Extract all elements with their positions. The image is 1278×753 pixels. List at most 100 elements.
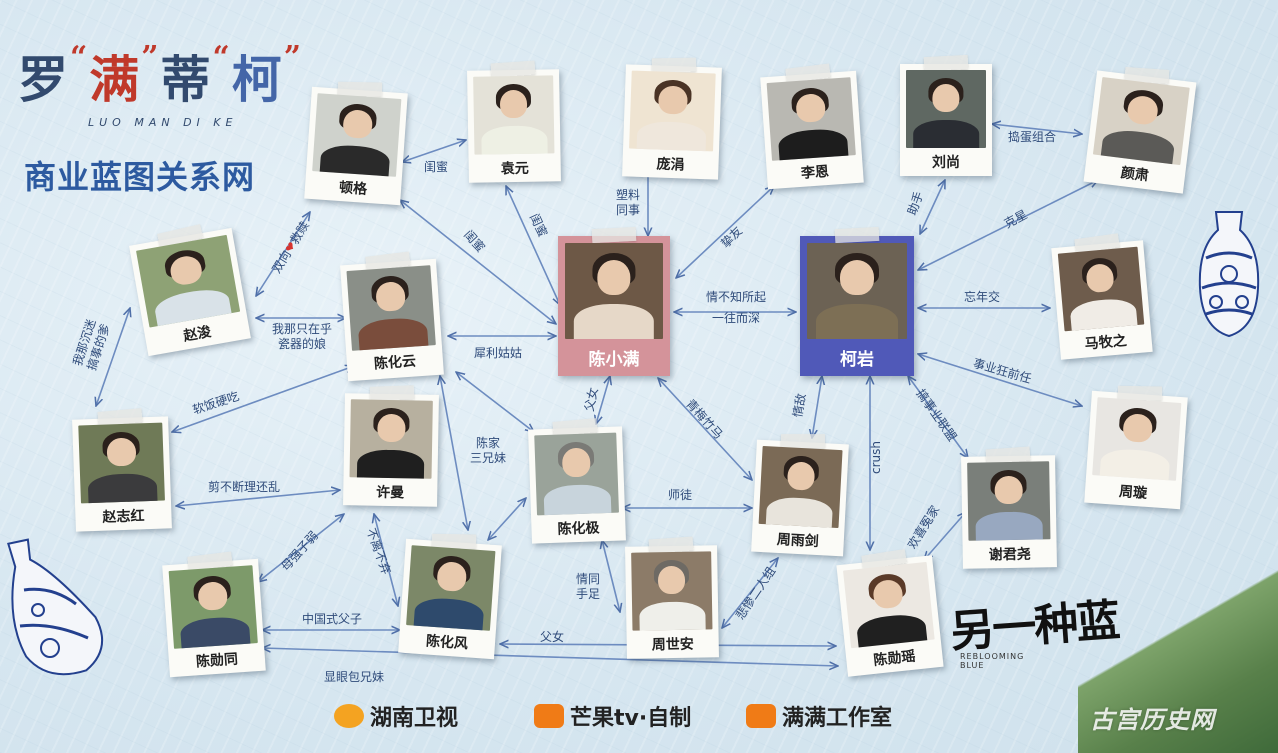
relation-label: crush bbox=[869, 441, 883, 474]
title-char-ke: 柯 bbox=[231, 50, 284, 109]
relation-label: 我那只在乎瓷器的娘 bbox=[260, 322, 344, 352]
logo-manman: 满满工作室 bbox=[746, 700, 892, 732]
relation-label-line: 三兄妹 bbox=[469, 451, 506, 465]
vase-illustration bbox=[7, 538, 104, 676]
relation-label: 剪不断理还乱 bbox=[208, 480, 281, 494]
title-subtitle: 商业蓝图关系网 bbox=[24, 158, 256, 196]
card-zhaozhihong: 赵志红 bbox=[72, 408, 172, 532]
portrait bbox=[629, 70, 716, 152]
tape bbox=[651, 57, 697, 73]
title-char-luo: 罗 bbox=[18, 50, 70, 109]
relation-label: 中国式父子 bbox=[302, 612, 363, 626]
relation-label-line: 情不知所起 bbox=[705, 290, 766, 304]
portrait bbox=[406, 545, 496, 631]
card-liushang: 刘尚 bbox=[900, 54, 992, 176]
relation-label: 犀利姑姑 bbox=[474, 346, 523, 360]
line-chenhuaji-zhoushian bbox=[602, 540, 620, 612]
title-char-man: 满 bbox=[89, 50, 142, 109]
relation-label-line: 瓷器的娘 bbox=[277, 337, 326, 351]
person-name: 许曼 bbox=[376, 484, 405, 502]
tape bbox=[780, 434, 825, 449]
person-name: 陈勋同 bbox=[195, 651, 239, 671]
line-keyan-zhouxuan bbox=[918, 354, 1082, 406]
line-chenhuayun-chenhuaji bbox=[456, 372, 534, 432]
relation-label: 塑料同事 bbox=[614, 188, 642, 218]
person-name: 袁元 bbox=[500, 160, 529, 178]
portrait bbox=[78, 422, 165, 504]
line-xuman-chenhuafeng bbox=[374, 514, 398, 606]
line-keyan-zhouyujian bbox=[812, 376, 822, 438]
relation-label-line: 手足 bbox=[575, 587, 600, 601]
relation-label-line: 一往而深 bbox=[711, 311, 760, 325]
relation-label-line: 同事 bbox=[615, 203, 640, 217]
portrait bbox=[906, 70, 986, 148]
card-zhouxuan: 周璇 bbox=[1084, 385, 1188, 510]
portrait bbox=[136, 234, 241, 328]
portrait bbox=[807, 243, 907, 339]
tape bbox=[923, 54, 969, 72]
card-keyan: 柯岩 bbox=[800, 226, 914, 376]
card-zhoushian: 周世安 bbox=[625, 536, 719, 659]
relation-label: 师徒 bbox=[668, 488, 693, 502]
card-mamuzhi: 马牧之 bbox=[1051, 233, 1153, 360]
card-chenhuaji: 陈化极 bbox=[528, 418, 626, 544]
person-name: 谢君尧 bbox=[988, 546, 1031, 564]
title-quote: ” bbox=[141, 40, 161, 75]
relation-label-line: 陈家 bbox=[475, 436, 500, 450]
title-pinyin: LUO MAN DI KE bbox=[88, 116, 238, 129]
line-yansu-keyan bbox=[918, 180, 1098, 270]
card-dunge: 顿格 bbox=[304, 81, 408, 206]
title-quote: “ bbox=[70, 40, 90, 75]
brand-sub-line: BLUE bbox=[960, 661, 985, 670]
line-liushang-yansu bbox=[992, 124, 1082, 134]
mango-icon bbox=[334, 704, 364, 728]
logo-hunan: 湖南卫视 bbox=[334, 700, 458, 732]
line-yuanyuan-chenxiaoman bbox=[506, 186, 560, 305]
line-keyan-xiejunyao bbox=[908, 376, 968, 458]
portrait bbox=[967, 461, 1051, 541]
line-zhaojun-dunge bbox=[256, 212, 310, 296]
tape bbox=[369, 385, 415, 401]
relation-label: 情不知所起一往而深 bbox=[696, 290, 776, 331]
relation-label: 显眼包兄妹 bbox=[324, 670, 385, 684]
person-name: 周世安 bbox=[651, 636, 694, 654]
card-yansu: 颜肃 bbox=[1083, 66, 1197, 194]
card-lien: 李恩 bbox=[760, 63, 864, 190]
line-zhaozhihong-xuman bbox=[176, 490, 340, 506]
person-name: 周璇 bbox=[1118, 483, 1148, 502]
card-chenxunyao: 陈勋瑶 bbox=[836, 548, 944, 677]
logo-text: 芒果tv·自制 bbox=[570, 706, 692, 731]
poster-title: 罗“满”蒂“柯” LUO MAN DI KE 商业蓝图关系网 bbox=[18, 40, 318, 200]
line-xiejunyao-chenxunyao bbox=[924, 512, 966, 560]
card-yuanyuan: 袁元 bbox=[467, 60, 561, 183]
mango-tv-icon bbox=[534, 704, 564, 728]
title-quote: ” bbox=[283, 40, 304, 75]
card-chenxiaoman: 陈小满 bbox=[558, 226, 670, 376]
watermark: 古宫历史网 bbox=[1090, 706, 1215, 734]
line-chenxuntong-xuman bbox=[258, 514, 344, 582]
relation-label: 父女 bbox=[540, 630, 565, 644]
card-chenhuafeng: 陈化风 bbox=[398, 533, 502, 660]
portrait bbox=[1057, 246, 1145, 332]
portrait bbox=[1092, 397, 1182, 481]
portrait bbox=[349, 399, 433, 479]
show-logo: 另一种蓝 bbox=[948, 595, 1120, 658]
person-name: 李恩 bbox=[800, 163, 830, 182]
portrait bbox=[766, 77, 856, 161]
relation-label: 忘年交 bbox=[964, 290, 1001, 304]
tape bbox=[834, 226, 880, 244]
logo-mango: 芒果tv·自制 bbox=[534, 700, 691, 732]
relation-label-line: 塑料 bbox=[615, 188, 640, 202]
relation-label-line: 情同 bbox=[575, 572, 600, 586]
person-name: 刘尚 bbox=[932, 155, 960, 171]
card-zhaojun: 赵浚 bbox=[129, 224, 251, 357]
line-dunge-yuanyuan bbox=[402, 140, 466, 162]
line-zhouyujian-zhoushian bbox=[722, 558, 778, 628]
relation-label: 陈家三兄妹 bbox=[468, 436, 508, 466]
relation-label-line: 我那只在乎 bbox=[271, 322, 332, 336]
portrait bbox=[843, 561, 935, 649]
card-xiejunyao: 谢君尧 bbox=[961, 446, 1057, 569]
relation-label: 闺蜜 bbox=[424, 160, 449, 174]
portrait bbox=[473, 75, 555, 155]
